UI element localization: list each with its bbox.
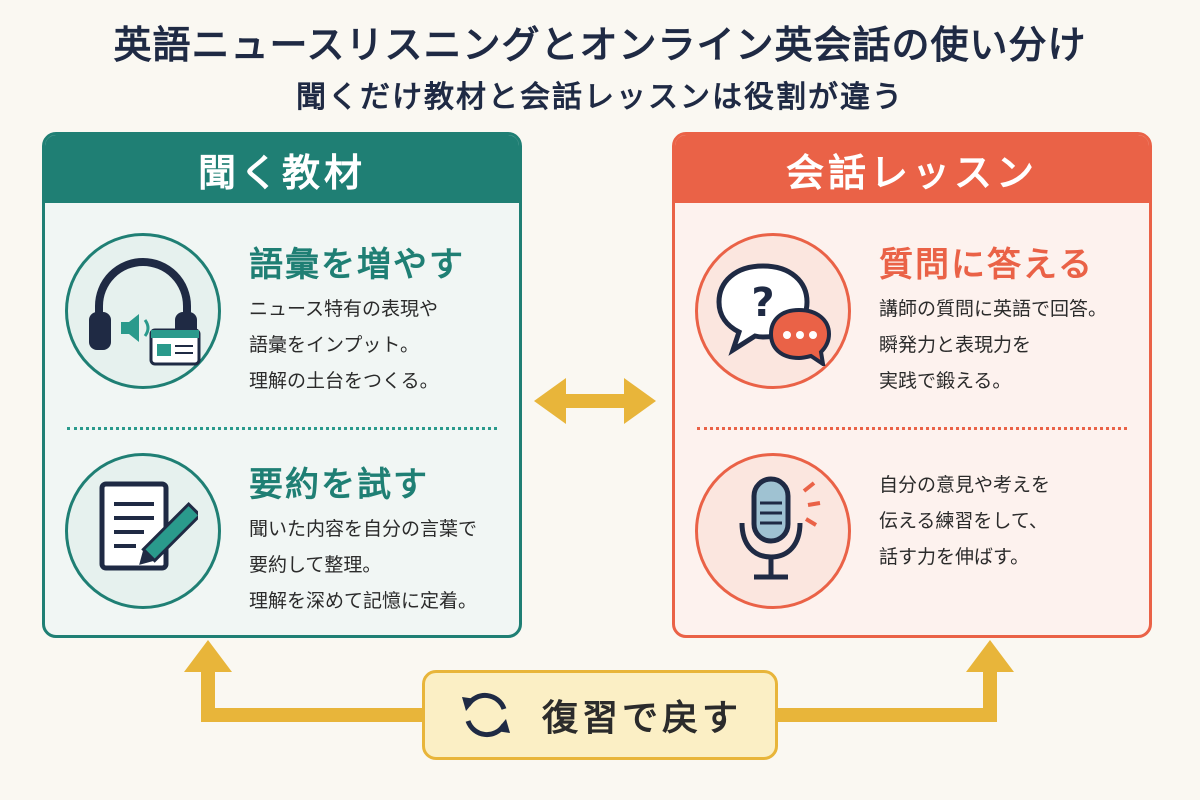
up-arrow-head-right bbox=[966, 640, 1014, 672]
panel-title: 会話レッスン bbox=[675, 135, 1149, 203]
icon-frame bbox=[65, 453, 221, 609]
body-line: 語彙をインプット。 bbox=[249, 334, 420, 356]
section-divider bbox=[697, 427, 1127, 430]
body-line: 要約して整理。 bbox=[249, 554, 382, 576]
body-line: 瞬発力と表現力を bbox=[879, 334, 1032, 356]
summary-section: 要約を試す 聞いた内容を自分の言葉で 要約して整理。 理解を深めて記憶に定着。 bbox=[45, 435, 519, 635]
icon-frame bbox=[695, 453, 851, 609]
page-subtitle: 聞くだけ教材と会話レッスンは役割が違う bbox=[296, 80, 904, 115]
double-arrow-icon bbox=[534, 378, 656, 424]
body-line: 理解の土台をつくる。 bbox=[249, 370, 439, 392]
loop-arrow-right bbox=[778, 668, 997, 722]
speaking-practice-section: 自分の意見や考えを 伝える練習をして、 話す力を伸ばす。 bbox=[675, 435, 1149, 635]
body-line: ニュース特有の表現や bbox=[249, 298, 439, 320]
loop-label: 復習で戻す bbox=[541, 698, 742, 739]
svg-text:?: ? bbox=[751, 280, 774, 326]
listening-material-panel: 聞く教材 語彙を増やす ニュース特有の表現や 語彙をインプット。 理解の土台をつ… bbox=[42, 132, 522, 638]
document-pencil-icon bbox=[99, 481, 198, 571]
icon-frame bbox=[65, 233, 221, 389]
microphone-icon bbox=[739, 476, 821, 580]
section-heading: 語彙を増やす bbox=[249, 245, 465, 285]
section-body: ニュース特有の表現や 語彙をインプット。 理解の土台をつくる。 bbox=[249, 291, 519, 399]
section-body: 聞いた内容を自分の言葉で 要約して整理。 理解を深めて記憶に定着。 bbox=[249, 511, 519, 619]
refresh-cycle-icon bbox=[461, 692, 510, 738]
up-arrow-head-left bbox=[184, 640, 232, 672]
answer-questions-section: ? 質問に答える 講師の質問に英語で回答。 瞬発力と表現力を 実践で鍛える。 bbox=[675, 215, 1149, 425]
speech-bubbles-icon: ? bbox=[716, 263, 832, 366]
review-loop-box: 復習で戻す bbox=[422, 670, 778, 760]
loop-arrow-left bbox=[201, 668, 422, 722]
panel-title: 聞く教材 bbox=[45, 135, 519, 203]
section-body: 自分の意見や考えを 伝える練習をして、 話す力を伸ばす。 bbox=[879, 467, 1149, 575]
body-line: 伝える練習をして、 bbox=[879, 510, 1048, 532]
page-title: 英語ニュースリスニングとオンライン英会話の使い分け bbox=[113, 23, 1087, 67]
body-line: 実践で鍛える。 bbox=[879, 370, 1012, 392]
section-heading: 質問に答える bbox=[879, 245, 1094, 285]
headphones-icon bbox=[89, 258, 201, 366]
body-line: 講師の質問に英語で回答。 bbox=[879, 298, 1108, 320]
body-line: 話す力を伸ばす。 bbox=[879, 546, 1030, 568]
body-line: 理解を深めて記憶に定着。 bbox=[249, 590, 478, 612]
section-body: 講師の質問に英語で回答。 瞬発力と表現力を 実践で鍛える。 bbox=[879, 291, 1149, 399]
vocabulary-section: 語彙を増やす ニュース特有の表現や 語彙をインプット。 理解の土台をつくる。 bbox=[45, 215, 519, 425]
conversation-lesson-panel: 会話レッスン ? 質問に答える 講師の質問に英語で回答。 瞬発力と表現力を 実践… bbox=[672, 132, 1152, 638]
body-line: 自分の意見や考えを bbox=[879, 474, 1051, 496]
section-divider bbox=[67, 427, 497, 430]
icon-frame: ? bbox=[695, 233, 851, 389]
section-heading: 要約を試す bbox=[249, 465, 429, 505]
body-line: 聞いた内容を自分の言葉で bbox=[249, 518, 478, 540]
